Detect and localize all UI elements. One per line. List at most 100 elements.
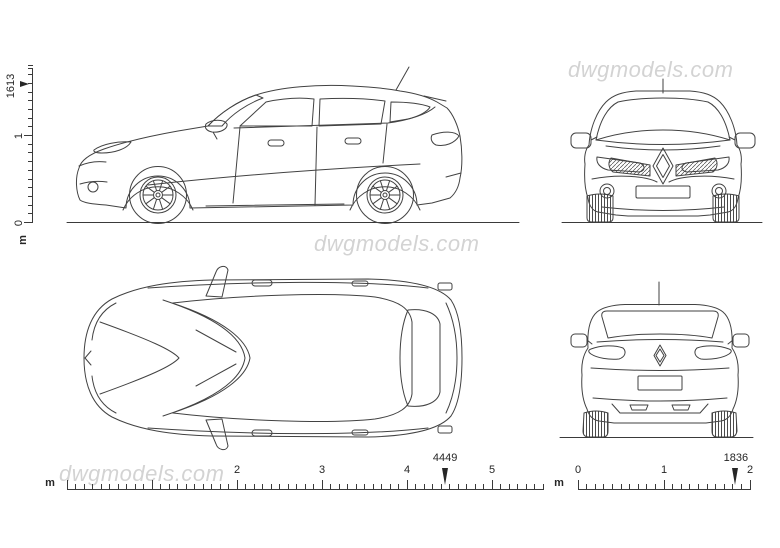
ruler-tick [27, 161, 33, 163]
ruler-tick [24, 222, 33, 223]
ruler-tick [338, 484, 340, 490]
watermark-ruler: dwgmodels.com [59, 461, 225, 486]
ruler-tick [440, 484, 442, 490]
ruler-tick [270, 484, 272, 490]
ruler-tick [27, 65, 33, 67]
ruler-tick [423, 484, 425, 490]
door-handle [251, 279, 273, 287]
ruler-tick [321, 480, 323, 490]
ruler-tick [355, 484, 357, 490]
tire [582, 410, 609, 438]
ruler-tick [432, 484, 433, 490]
ruler-tick [406, 480, 408, 490]
grille [675, 157, 718, 177]
dimension-arrow-icon [441, 468, 448, 485]
dimension-arrow-icon [732, 468, 739, 485]
ruler-tick [185, 484, 187, 490]
top-body-outline [83, 278, 463, 438]
ruler-tick [27, 143, 33, 145]
ruler-tick [83, 484, 85, 490]
ruler-tick [160, 484, 161, 490]
ruler-tick [611, 484, 613, 490]
ruler-tick [168, 484, 170, 490]
ruler-tick [364, 484, 365, 490]
ruler-tick [117, 484, 119, 490]
side-mirror [204, 119, 228, 140]
ruler-tick [706, 484, 708, 490]
side-mirror [205, 418, 229, 451]
license-plate [637, 375, 683, 391]
ruler-tick [24, 135, 33, 136]
ruler-unit: m [17, 235, 29, 245]
ruler-tick [372, 484, 374, 490]
rear-view-drawing [570, 281, 750, 438]
greenhouse-outline [172, 294, 413, 422]
ruler-tick [491, 480, 493, 490]
dimension-value: 1613 [5, 73, 17, 99]
diffuser [611, 403, 709, 414]
side-seams [147, 281, 429, 435]
ruler-baseline [32, 68, 33, 223]
top-view-drawing [83, 265, 463, 451]
ruler-tick [27, 91, 33, 93]
ruler-tick [296, 484, 297, 490]
ruler-tick [304, 484, 306, 490]
rear-corner-detail [437, 425, 453, 434]
ruler-tick [27, 178, 33, 180]
beltline [233, 106, 436, 129]
ruler-number: 2 [746, 464, 754, 476]
ruler-tick [27, 100, 33, 102]
ruler-tick [75, 484, 76, 490]
ruler-tick [389, 484, 391, 490]
ruler-tick [211, 484, 212, 490]
ruler-tick [517, 484, 518, 490]
ruler-tick [262, 484, 263, 490]
ruler-tick [508, 484, 510, 490]
grille-lines [78, 161, 108, 185]
tire [586, 193, 614, 223]
ruler-tick [542, 484, 544, 490]
ruler-tick [109, 484, 110, 490]
door-handle [351, 429, 369, 436]
rear-window [399, 309, 441, 407]
ruler-tick [313, 484, 314, 490]
door-seams [232, 123, 388, 206]
ruler-tick [637, 484, 639, 490]
side-mirror [205, 265, 229, 298]
ruler-tick [27, 82, 33, 84]
ruler-tick [500, 484, 501, 490]
ruler-number: 1 [13, 132, 25, 139]
side-mirror [734, 132, 756, 149]
headlight [93, 141, 132, 154]
ruler-tick [330, 484, 331, 490]
ruler-tick [534, 484, 535, 490]
ruler-tick [415, 484, 416, 490]
ruler-tick [27, 68, 33, 69]
front-view-drawing [570, 78, 756, 223]
body-crease [147, 163, 421, 186]
ruler-number: 5 [488, 464, 496, 476]
mirror-stalks [586, 339, 734, 345]
ruler-tick [27, 108, 33, 110]
front-fender-lines [91, 302, 117, 414]
ruler-tick [483, 484, 484, 490]
hood-lines [595, 139, 731, 151]
ruler-tick [629, 484, 631, 490]
ruler-number: 4 [403, 464, 411, 476]
ruler-tick [398, 484, 399, 490]
ruler-tick [347, 484, 348, 490]
ruler-unit: m [45, 477, 55, 489]
watermark-front-view: dwgmodels.com [568, 57, 734, 82]
ruler-tick [253, 484, 255, 490]
hood-lines [99, 321, 180, 395]
ruler-tick [27, 204, 33, 206]
ruler-tick [287, 484, 289, 490]
ruler-tick [474, 484, 476, 490]
ruler-tick [92, 484, 93, 490]
tire [712, 193, 740, 223]
tire [711, 410, 738, 438]
ruler-tick [663, 480, 665, 490]
ruler-number: 0 [574, 464, 582, 476]
ruler-number: 0 [13, 219, 25, 226]
